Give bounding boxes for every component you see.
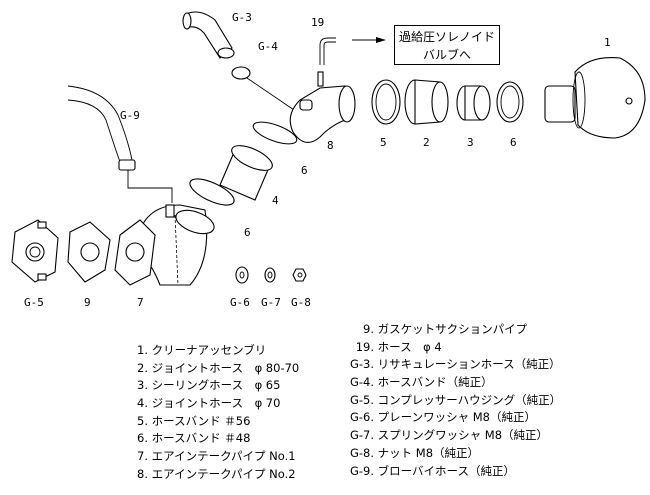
legend-item: 9. ガスケットサクションパイプ bbox=[318, 321, 561, 339]
spring-washer-g7 bbox=[264, 267, 276, 283]
label-6: 6 bbox=[244, 226, 251, 239]
note-line: 過給圧ソレノイド bbox=[398, 30, 495, 44]
legend-number: G-3. bbox=[349, 357, 374, 372]
label-6: 6 bbox=[301, 164, 308, 177]
leader-line bbox=[246, 77, 298, 113]
legend-text: ホースバンド ＃56 bbox=[151, 413, 251, 428]
compressor-housing-g5 bbox=[11, 219, 59, 283]
hose-band-6-lower bbox=[189, 178, 235, 206]
label-8: 8 bbox=[327, 139, 334, 152]
legend-item: G-6. プレーンワッシャ M8（純正） bbox=[318, 409, 561, 427]
air-intake-pipe-no1 bbox=[114, 204, 215, 286]
legend-item: 6. ホースバンド ＃48 bbox=[137, 430, 299, 448]
label-g8: G-8 bbox=[291, 296, 311, 309]
legend-number: G-6. bbox=[349, 410, 374, 425]
legend-text: コンプレッサーハウジング（純正） bbox=[377, 392, 562, 407]
label-2: 2 bbox=[423, 136, 430, 149]
legend-item: 3. シーリングホース φ 65 bbox=[137, 377, 299, 395]
legend-item: G-9. ブローバイホース（純正） bbox=[318, 463, 561, 481]
legend-number: 3. bbox=[137, 378, 148, 393]
legend-number: 1. bbox=[137, 343, 148, 357]
parts-diagram: G-3 19 G-4 1 G-9 8 5 2 3 6 6 4 6 G-5 9 7… bbox=[11, 11, 646, 309]
legend-text: ジョイントホース φ 70 bbox=[151, 396, 281, 411]
label-g4: G-4 bbox=[258, 40, 278, 53]
legend-item: 4. ジョイントホース φ 70 bbox=[137, 395, 299, 413]
legend-item: 5. ホースバンド ＃56 bbox=[137, 413, 299, 431]
legend-number: 7. bbox=[137, 449, 148, 464]
label-g9: G-9 bbox=[120, 109, 140, 122]
legend-text: ガスケットサクションパイプ bbox=[377, 322, 528, 336]
blowby-hose-g9 bbox=[67, 85, 173, 203]
legend-number: G-7. bbox=[349, 428, 374, 443]
label-g5: G-5 bbox=[24, 296, 44, 309]
hose-band-6 bbox=[496, 81, 524, 123]
legend-text: スプリングワッシャ M8（純正） bbox=[377, 428, 549, 443]
cleaner-assembly-1 bbox=[544, 57, 646, 139]
joint-hose-2 bbox=[404, 79, 449, 125]
label-5: 5 bbox=[380, 136, 387, 149]
legend-text: エアインテークパイプ No.1 bbox=[151, 449, 296, 464]
joint-hose-4 bbox=[219, 145, 273, 201]
legend-number: G-8. bbox=[349, 445, 374, 460]
legend-number: 5. bbox=[137, 413, 148, 428]
legend-item: G-4. ホースバンド（純正） bbox=[318, 374, 561, 392]
air-intake-pipe-no2 bbox=[289, 71, 356, 143]
plain-washer-g6 bbox=[235, 266, 249, 284]
legend-text: シーリングホース φ 65 bbox=[151, 378, 281, 393]
hose-band-6-middle bbox=[252, 121, 298, 145]
legend-text: リサキュレーションホース（純正） bbox=[377, 357, 561, 372]
solenoid-valve-note: 過給圧ソレノイド バルブへ bbox=[394, 25, 500, 65]
legend-number: 9. bbox=[363, 322, 374, 336]
label-1: 1 bbox=[604, 36, 611, 49]
hose-band-5 bbox=[371, 79, 401, 125]
legend-text: エアインテークパイプ No.2 bbox=[151, 466, 296, 481]
legend-number: 19. bbox=[355, 339, 374, 354]
legend-text: ブローバイホース（純正） bbox=[377, 463, 515, 478]
label-g7: G-7 bbox=[261, 296, 281, 309]
legend-item: G-7. スプリングワッシャ M8（純正） bbox=[318, 427, 561, 445]
label-9: 9 bbox=[84, 296, 91, 309]
legend-item: G-8. ナット M8（純正） bbox=[318, 445, 561, 463]
gasket-9 bbox=[67, 221, 111, 283]
label-3: 3 bbox=[467, 136, 474, 149]
legend-text: ジョイントホース φ 80-70 bbox=[151, 360, 300, 375]
hose-19 bbox=[319, 37, 336, 65]
legend-item: 2. ジョイントホース φ 80-70 bbox=[137, 360, 299, 378]
hose-band-g4 bbox=[231, 66, 251, 80]
legend-number: 8. bbox=[137, 466, 148, 481]
legend-item: G-5. コンプレッサーハウジング（純正） bbox=[318, 392, 561, 410]
legend-text: ホース φ 4 bbox=[377, 339, 442, 354]
legend-item: G-3. リサキュレーションホース（純正） bbox=[318, 356, 561, 374]
label-g3: G-3 bbox=[232, 11, 252, 24]
note-line: バルブへ bbox=[422, 48, 471, 62]
label-4: 4 bbox=[272, 194, 279, 207]
legend-item: 1. クリーナアッセンブリ bbox=[137, 342, 299, 360]
label-19: 19 bbox=[311, 16, 324, 29]
legend-item: 19. ホース φ 4 bbox=[318, 339, 561, 357]
legend-text: ホースバンド ＃48 bbox=[151, 431, 251, 446]
legend-number: 4. bbox=[137, 396, 148, 411]
nut-g8 bbox=[292, 268, 307, 282]
legend-text: クリーナアッセンブリ bbox=[151, 343, 267, 357]
legend-number: G-5. bbox=[349, 392, 374, 407]
legend-number: 2. bbox=[137, 360, 148, 375]
legend-text: ナット M8（純正） bbox=[377, 445, 480, 460]
label-7: 7 bbox=[137, 296, 144, 309]
legend-number: 6. bbox=[137, 431, 148, 446]
legend-number: G-4. bbox=[349, 375, 374, 390]
legend-text: プレーンワッシャ M8（純正） bbox=[377, 410, 536, 425]
label-g6: G-6 bbox=[230, 296, 250, 309]
legend-text: ホースバンド（純正） bbox=[377, 375, 493, 390]
legend-item: 7. エアインテークパイプ No.1 bbox=[137, 448, 299, 466]
recirculation-hose-g3 bbox=[182, 11, 235, 59]
legend-number: G-9. bbox=[349, 463, 374, 478]
sealing-hose-3 bbox=[456, 85, 491, 121]
arrow-head-icon bbox=[376, 37, 386, 43]
legend-item: 8. エアインテークパイプ No.2 bbox=[137, 466, 299, 484]
label-6: 6 bbox=[510, 136, 517, 149]
